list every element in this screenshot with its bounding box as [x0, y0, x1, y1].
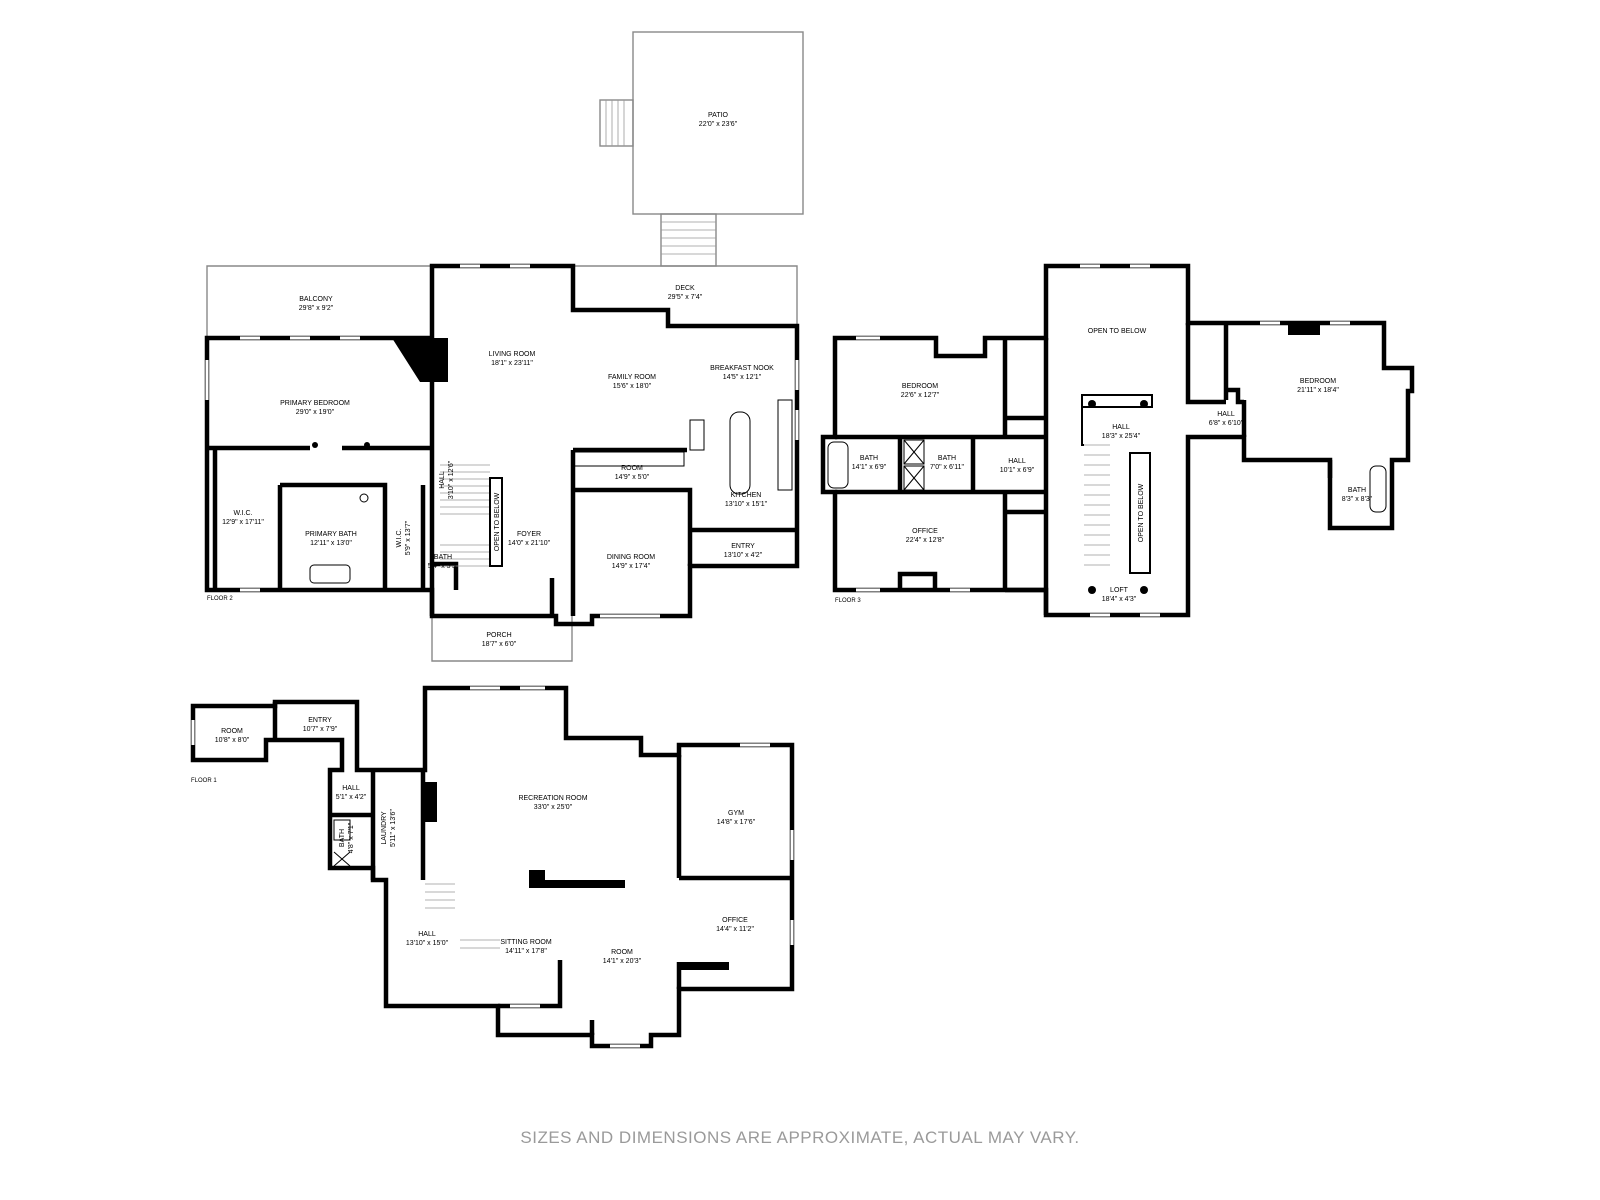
- room-dims: 14'4" x 11'2": [716, 926, 754, 933]
- room-name: ENTRY: [308, 717, 332, 724]
- room-dims: 22'4" x 12'8": [906, 537, 945, 544]
- room-name: HALL: [342, 785, 360, 792]
- room-dims: 14'1" x 20'3": [603, 958, 642, 965]
- floor-2-label: FLOOR 2: [207, 596, 233, 602]
- room-name: HALL: [1008, 458, 1026, 465]
- room-name: LAUNDRY: [381, 811, 388, 845]
- room-name: W.I.C.: [233, 510, 252, 517]
- room-dims: 22'6" x 12'7": [901, 392, 940, 399]
- room-dims: 33'0" x 25'0": [534, 804, 573, 811]
- room-name: BATH: [339, 829, 346, 847]
- room-dims: 14'9" x 5'0": [615, 474, 650, 481]
- room-name: ROOM: [621, 465, 643, 472]
- room-dims: 6'8" x 6'10": [1209, 420, 1244, 427]
- room-name: OFFICE: [722, 917, 748, 924]
- room-dims: 18'3" x 25'4": [1102, 433, 1141, 440]
- room-dims: 18'1" x 23'11": [491, 360, 533, 367]
- room-name: HALL: [418, 931, 436, 938]
- room-name: BEDROOM: [1300, 378, 1336, 385]
- room-dims: 5'1" x 4'2": [336, 794, 367, 801]
- room-name: LIVING ROOM: [489, 351, 536, 358]
- room-dims: 7'0" x 6'11": [930, 464, 964, 471]
- room-name: ROOM: [611, 949, 633, 956]
- room-name: BATH: [434, 554, 452, 561]
- room-name: KITCHEN: [731, 492, 762, 499]
- room-dims: 15'6" x 18'0": [613, 383, 652, 390]
- room-name: HALL: [439, 471, 446, 489]
- open-to-below-label: OPEN TO BELOW: [494, 492, 501, 551]
- room-name: OFFICE: [912, 528, 938, 535]
- room-dims: 18'7" x 6'0": [482, 641, 517, 648]
- room-name: FOYER: [517, 531, 541, 538]
- open-to-below-label: OPEN TO BELOW: [1138, 483, 1145, 542]
- floor-3-label: FLOOR 3: [835, 598, 861, 604]
- room-name: DECK: [675, 285, 695, 292]
- floor-1-plan: FLOOR 1: [190, 685, 795, 1049]
- room-dims: 10'8" x 8'0": [215, 737, 250, 744]
- room-name: PATIO: [708, 112, 729, 119]
- room-dims: 14'9" x 17'4": [612, 563, 651, 570]
- room-dims: 10'1" x 6'9": [1000, 467, 1035, 474]
- room-name: ENTRY: [731, 543, 755, 550]
- room-labels: PATIO 22'0" x 23'6" BALCONY 29'8" x 9'2"…: [215, 112, 1373, 965]
- room-name: GYM: [728, 810, 744, 817]
- room-name: BEDROOM: [902, 383, 938, 390]
- room-name: BATH: [860, 455, 878, 462]
- room-name: LOFT: [1110, 587, 1129, 594]
- room-name: RECREATION ROOM: [518, 795, 587, 802]
- room-dims: 14'1" x 6'9": [852, 464, 887, 471]
- room-dims: 4'8" x 7'1": [348, 822, 355, 853]
- room-dims: 5'11" x 13'6": [390, 809, 397, 847]
- room-name: SITTING ROOM: [500, 939, 552, 946]
- room-dims: 14'5" x 12'1": [723, 374, 762, 381]
- room-dims: 5'9" x 13'7": [405, 520, 412, 555]
- room-name: HALL: [1217, 411, 1235, 418]
- room-dims: 13'10" x 15'0": [406, 940, 449, 947]
- room-dims: 29'5" x 7'4": [668, 294, 703, 301]
- room-dims: 29'8" x 9'2": [299, 305, 334, 312]
- room-name: PRIMARY BEDROOM: [280, 400, 350, 407]
- room-dims: 12'9" x 17'11": [222, 519, 264, 526]
- room-dims: 13'10" x 15'1": [725, 501, 768, 508]
- room-name: PORCH: [486, 632, 511, 639]
- room-dims: 10'7" x 7'9": [303, 726, 338, 733]
- room-name: BALCONY: [299, 296, 333, 303]
- room-name: ROOM: [221, 728, 243, 735]
- room-dims: 14'0" x 21'10": [508, 540, 551, 547]
- room-name: W.I.C.: [396, 528, 403, 547]
- room-dims: 29'0" x 19'0": [296, 409, 335, 416]
- room-dims: 18'4" x 4'3": [1102, 596, 1137, 603]
- floor-3-plan: FLOOR 3: [820, 263, 1415, 618]
- open-to-below-label: OPEN TO BELOW: [1088, 328, 1147, 335]
- room-dims: 14'8" x 17'6": [717, 819, 756, 826]
- floor-2-plan: FLOOR 2: [204, 31, 804, 662]
- room-dims: 5'4" x 5'5": [428, 563, 459, 570]
- room-dims: 13'10" x 4'2": [724, 552, 763, 559]
- disclaimer-text: SIZES AND DIMENSIONS ARE APPROXIMATE, AC…: [520, 1128, 1080, 1147]
- room-dims: 14'11" x 17'8": [505, 948, 547, 955]
- room-name: DINING ROOM: [607, 554, 655, 561]
- room-dims: 3'10" x 12'6": [448, 460, 455, 499]
- room-dims: 21'11" x 18'4": [1297, 387, 1339, 394]
- room-name: FAMILY ROOM: [608, 374, 656, 381]
- room-name: PRIMARY BATH: [305, 531, 357, 538]
- room-name: BATH: [938, 455, 956, 462]
- floor-1-label: FLOOR 1: [191, 778, 217, 784]
- room-name: HALL: [1112, 424, 1130, 431]
- room-name: BREAKFAST NOOK: [710, 365, 774, 372]
- room-dims: 8'3" x 8'3": [1342, 496, 1373, 503]
- room-dims: 22'0" x 23'6": [699, 121, 738, 128]
- room-name: BATH: [1348, 487, 1366, 494]
- room-dims: 12'11" x 13'0": [310, 540, 352, 547]
